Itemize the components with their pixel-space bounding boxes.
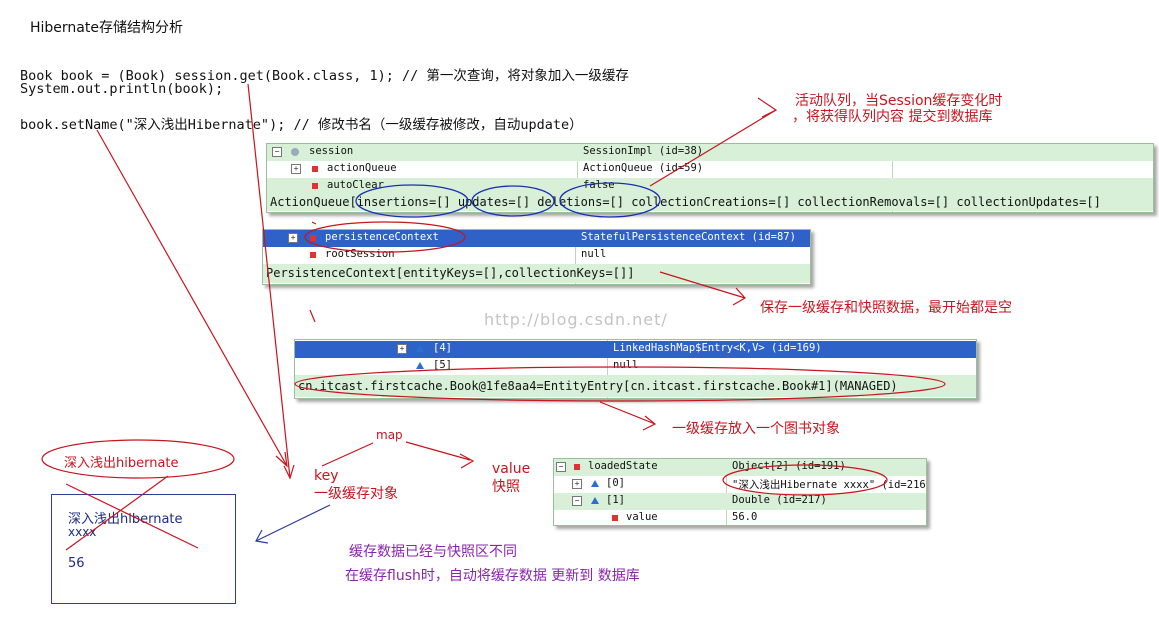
entity-entry-detail: cn.itcast.firstcache.Book@1fe8aa4=Entity… [295,375,976,397]
box-line-1: 深入浅出hibernate [68,512,183,527]
bubble-label: 深入浅出hibernate [64,456,179,471]
collapse-toggle-icon[interactable]: − [556,462,566,472]
field-icon [312,166,318,172]
root-session-row[interactable]: rootSession null [263,247,810,264]
entity-entries-panel: + [4] LinkedHashMap$Entry<K,V> (id=169) … [294,339,977,399]
field-icon [612,515,618,521]
entry-4-row[interactable]: + [4] LinkedHashMap$Entry<K,V> (id=169) [295,341,976,358]
entry-5-row[interactable]: [5] null [295,358,976,375]
expand-toggle-icon[interactable]: + [397,344,407,354]
entry-icon [416,345,424,352]
persistence-context-detail: PersistenceContext[entityKeys=[],collect… [263,264,810,283]
expand-toggle-icon[interactable]: + [291,164,301,174]
code-line-2: System.out.println(book); [20,81,224,97]
map-label: map [376,428,403,442]
code-to-key-arrow [247,83,291,479]
persistence-context-panel: + persistenceContext StatefulPersistence… [262,229,811,285]
expand-toggle-icon[interactable]: + [572,479,582,489]
bottom-note-1: 缓存数据已经与快照区不同 [349,544,517,560]
loaded-state-1-row[interactable]: − [1] Double (id=217) [554,493,926,510]
deletions-ellipse [559,182,661,218]
setname-to-key-arrow [96,129,288,467]
page-title: Hibernate存储结构分析 [30,20,183,36]
box-line-2: xxxx [68,525,97,539]
map-to-key-arrow [321,442,374,467]
key-description: 一级缓存对象 [314,486,398,502]
field-icon [310,235,316,241]
persistence-arrow [659,271,746,299]
updates-ellipse [471,185,555,217]
loaded-state-row[interactable]: − loadedState Object[2] (id=191) [554,459,926,476]
field-icon [310,252,316,258]
entry-icon [416,362,424,369]
code-line-1: Book book = (Book) session.get(Book.clas… [20,68,629,84]
persistence-context-row[interactable]: + persistenceContext StatefulPersistence… [263,230,810,247]
object-icon [291,148,299,156]
collapse-toggle-icon[interactable]: − [272,147,282,157]
action-queue-note-1: 活动队列，当Session缓存变化时 [795,93,1003,109]
session-row[interactable]: − session SessionImpl (id=38) [267,144,1153,161]
value-row[interactable]: value 56.0 [554,510,926,527]
key-to-box-arrow [255,504,331,542]
entity-note: 一级缓存放入一个图书对象 [672,421,840,437]
bubble-ellipse [41,439,235,479]
action-queue-note-2: ，将获得队列内容 提交到数据库 [792,109,993,125]
code-line-3: book.setName("深入浅出Hibernate"); // 修改书名（一… [20,117,583,133]
value-description: 快照 [492,479,520,495]
action-queue-arrow [649,109,777,187]
strike-line-1 [65,483,199,549]
action-queue-row[interactable]: + actionQueue ActionQueue (id=59) [267,161,1153,178]
box-line-3: 56 [68,556,85,571]
persistence-context-ellipse [304,221,466,253]
element-icon [591,497,599,504]
watermark: http://blog.csdn.net/ [484,310,668,329]
auto-clear-row[interactable]: autoClear false [267,178,1153,195]
loaded-state-value-ellipse [722,464,888,496]
loaded-state-0-row[interactable]: + [0] "深入浅出Hibernate xxxx" (id=216 [554,476,926,493]
map-to-value-arrow [405,441,471,461]
field-icon [312,183,318,189]
entity-arrow [599,401,656,425]
insertions-ellipse [355,184,469,218]
bottom-note-2: 在缓存flush时，自动将缓存数据 更新到 数据库 [345,568,640,584]
element-icon [591,480,599,487]
field-icon [574,464,580,470]
expand-toggle-icon[interactable]: + [288,233,298,243]
key-label: key [314,468,339,484]
value-label: value [492,461,531,477]
action-queue-detail: ActionQueue[insertions=[] updates=[] del… [267,194,1153,211]
session-variables-panel: − session SessionImpl (id=38) + actionQu… [266,143,1154,213]
entity-entry-ellipse [294,366,946,402]
persistence-note: 保存一级缓存和快照数据，最开始都是空 [760,300,1012,316]
strike-line-2 [65,475,169,551]
loaded-state-panel: − loadedState Object[2] (id=191) + [0] "… [553,458,927,526]
collapse-toggle-icon[interactable]: − [572,496,582,506]
